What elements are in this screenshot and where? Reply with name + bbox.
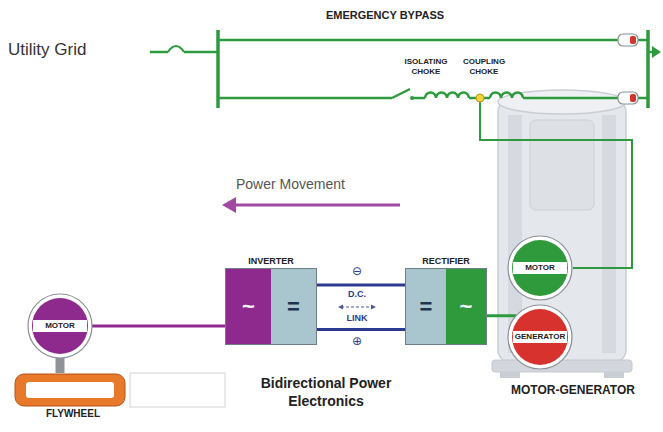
dc-link-arrow [338,305,376,310]
choke-label: ISOLATING CHOKE [400,57,452,77]
converter-heading: INVERTER [225,254,317,268]
polarity-sign: ⊖ [337,264,377,278]
flow-label: Power Movement [236,176,386,192]
dc-link-label: LINK [337,313,377,324]
breaker-symbols [618,34,638,104]
circle-label: GENERATOR [515,332,565,342]
flywheel-label: FLYWHEEL [14,407,132,421]
flywheel-outline [14,373,126,407]
converter-half: ~ [446,269,486,344]
converter-symbol: ~ [460,295,473,319]
converter-symbol: = [287,295,300,319]
dc-link-line [317,328,405,331]
circle-label: MOTOR [525,263,555,273]
bus-wiring [150,30,654,268]
circle-label: MOTOR [45,321,75,331]
power-line [487,314,516,317]
flywheel: FLYWHEEL [14,373,132,421]
converter-half: ~ [226,269,271,344]
motor-circle: MOTOR [507,235,573,301]
output-arrowhead [652,46,661,58]
dc-link-label: D.C. [337,289,377,300]
switch-contact [410,96,414,100]
power-line [92,325,225,328]
inverter-box: INVERTER~= [225,254,317,345]
flywheel-body [14,373,132,407]
blank-panel [130,373,225,407]
polarity-sign: ⊕ [337,334,377,348]
dc-link-line [317,283,405,286]
junction-dot [476,94,484,102]
section-caption: Bidirectional Power Electronics [246,374,406,410]
rectifier-box: RECTIFIER=~ [405,254,487,345]
converter-symbol: = [420,295,433,319]
shaft [56,358,65,373]
converter-body: =~ [405,268,487,345]
flywheel-motor-circle: MOTOR [27,293,93,359]
bypass-label: EMERGENCY BYPASS [300,9,470,21]
converter-half: = [406,269,446,344]
converter-half: = [271,269,316,344]
motor-generator: MOTOR-GENERATOR MOTOR GENERATOR [485,225,661,400]
converter-symbol: ~ [242,295,255,319]
generator-circle: GENERATOR [507,304,573,370]
machine-label: MOTOR-GENERATOR [485,383,661,398]
power-flow-arrow [222,197,400,213]
converter-body: ~= [225,268,317,345]
machine-illustration [492,90,632,378]
choke-label: COUPLING CHOKE [458,57,510,77]
converter-heading: RECTIFIER [405,254,487,268]
source-label: Utility Grid [8,40,138,60]
